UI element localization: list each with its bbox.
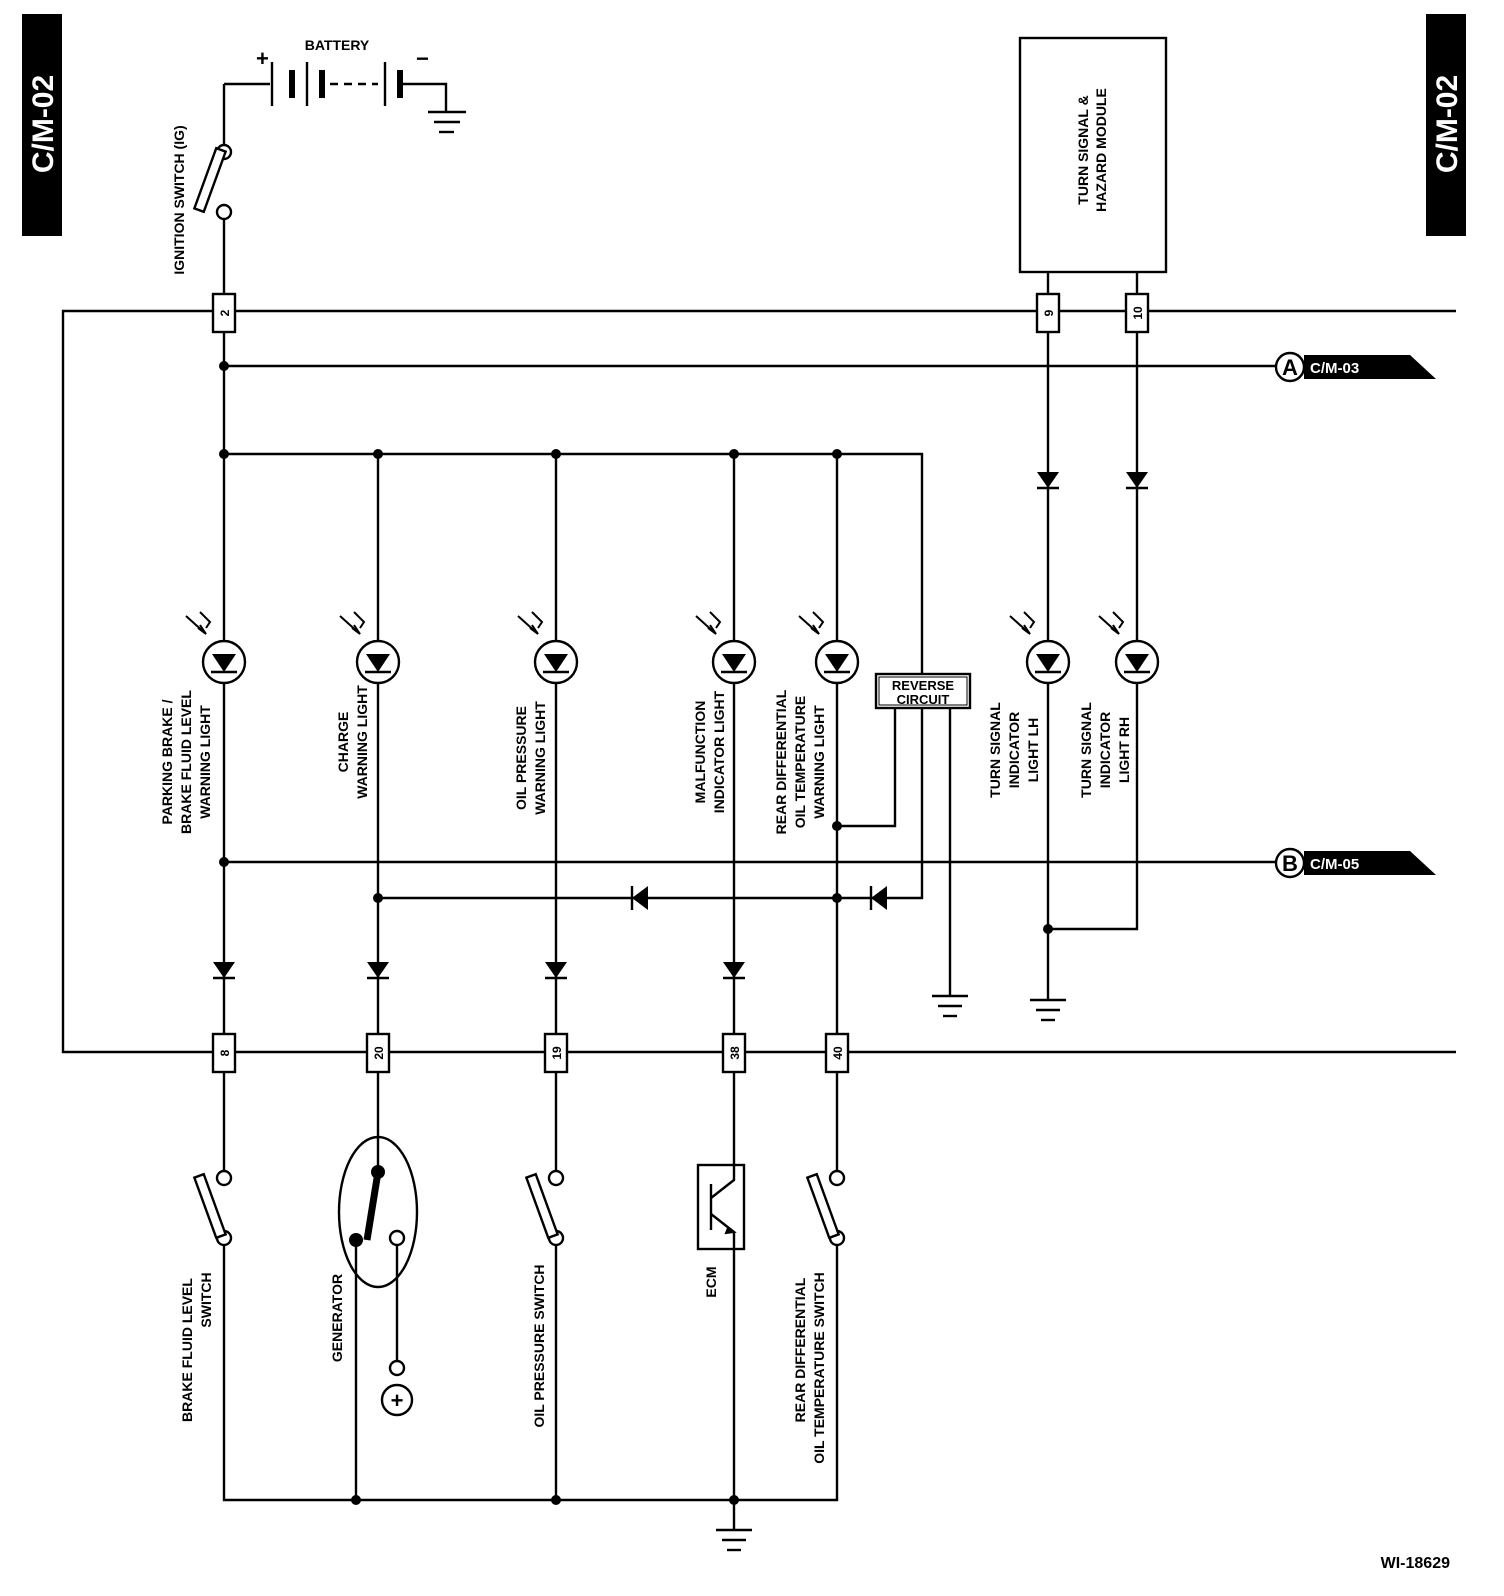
diode-icon xyxy=(630,886,648,910)
ground-icon xyxy=(428,110,466,134)
svg-text:OIL PRESSURE SWITCH: OIL PRESSURE SWITCH xyxy=(531,1264,547,1427)
lamp-label-oil: OIL PRESSURE WARNING LIGHT xyxy=(513,701,548,815)
ground-icon xyxy=(932,994,968,1018)
lamp-icon xyxy=(185,611,247,685)
battery-minus: − xyxy=(416,46,429,71)
svg-text:WARNING LIGHT: WARNING LIGHT xyxy=(354,685,370,799)
battery: BATTERY + − xyxy=(224,37,466,134)
lamp-icon xyxy=(798,611,860,685)
lamp-icon xyxy=(1098,611,1160,685)
lamp-label-turn-rh: TURN SIGNAL INDICATOR LIGHT RH xyxy=(1078,702,1132,798)
svg-text:PARKING BRAKE /: PARKING BRAKE / xyxy=(159,699,175,824)
svg-text:MALFUNCTION: MALFUNCTION xyxy=(692,701,708,804)
diode-icon xyxy=(367,962,389,980)
svg-text:10: 10 xyxy=(1131,306,1145,320)
svg-text:LIGHT LH: LIGHT LH xyxy=(1025,718,1041,783)
rear-diff-temp-switch: REAR DIFFERENTIAL OIL TEMPERATURE SWITCH xyxy=(792,1169,846,1464)
reverse-circuit-line2: CIRCUIT xyxy=(897,692,950,707)
diode-icon xyxy=(1126,472,1148,490)
svg-text:38: 38 xyxy=(728,1046,742,1060)
svg-text:+: + xyxy=(391,1388,404,1413)
svg-text:CHARGE: CHARGE xyxy=(335,712,351,773)
svg-text:INDICATOR: INDICATOR xyxy=(1006,712,1022,788)
svg-text:INDICATOR: INDICATOR xyxy=(1097,712,1113,788)
svg-text:OIL TEMPERATURE: OIL TEMPERATURE xyxy=(792,696,808,829)
svg-text:TURN SIGNAL: TURN SIGNAL xyxy=(987,702,1003,798)
svg-text:2: 2 xyxy=(218,309,232,316)
svg-text:SWITCH: SWITCH xyxy=(198,1272,214,1327)
brake-fluid-level-switch: BRAKE FLUID LEVEL SWITCH xyxy=(179,1169,233,1422)
reverse-circuit: REVERSE CIRCUIT xyxy=(832,672,972,1018)
connector-pin: 2 xyxy=(211,292,237,334)
page-tab-right: C/M-02 xyxy=(1426,14,1466,236)
lamp-icon xyxy=(517,611,579,685)
svg-text:20: 20 xyxy=(372,1046,386,1060)
diode-icon xyxy=(723,962,745,980)
figure-id: WI-18629 xyxy=(1381,1555,1450,1572)
ignition-switch: IGNITION SWITCH (IG) xyxy=(171,84,233,304)
connector-pin: 8 xyxy=(211,1032,237,1074)
turn-module-line1: TURN SIGNAL & xyxy=(1075,95,1091,204)
svg-text:GENERATOR: GENERATOR xyxy=(329,1274,345,1362)
svg-text:WARNING LIGHT: WARNING LIGHT xyxy=(532,701,548,815)
lamp-icon xyxy=(1009,611,1071,685)
reference-a-letter: A xyxy=(1282,355,1298,380)
svg-text:ECM: ECM xyxy=(703,1266,719,1297)
diode-icon xyxy=(869,886,887,910)
lamp-label-mil: MALFUNCTION INDICATOR LIGHT xyxy=(692,690,727,813)
diode-icon xyxy=(1037,472,1059,490)
lamp-label-charge: CHARGE WARNING LIGHT xyxy=(335,685,370,799)
ignition-switch-label: IGNITION SWITCH (IG) xyxy=(171,125,187,274)
connector-pin: 19 xyxy=(543,1032,569,1074)
reference-a-target: C/M-03 xyxy=(1310,360,1359,377)
svg-text:OIL PRESSURE: OIL PRESSURE xyxy=(513,706,529,810)
connector-pin: 9 xyxy=(1035,292,1061,334)
connector-pin: 40 xyxy=(824,1032,850,1074)
svg-text:BRAKE FLUID LEVEL: BRAKE FLUID LEVEL xyxy=(179,1278,195,1422)
connector-pin: 10 xyxy=(1124,292,1150,334)
lamp-label-brake: PARKING BRAKE / BRAKE FLUID LEVEL WARNIN… xyxy=(159,690,213,834)
svg-text:8: 8 xyxy=(218,1049,232,1056)
page-tab-left-text: C/M-02 xyxy=(27,75,60,173)
svg-text:9: 9 xyxy=(1042,309,1056,316)
turn-module-line2: HAZARD MODULE xyxy=(1093,88,1109,212)
generator: + GENERATOR xyxy=(329,1135,419,1500)
reference-b: B C/M-05 xyxy=(1274,847,1436,879)
connector-pin: 38 xyxy=(721,1032,747,1074)
page-tab-right-text: C/M-02 xyxy=(1431,75,1464,173)
battery-plus: + xyxy=(256,46,269,71)
svg-text:REAR DIFFERENTIAL: REAR DIFFERENTIAL xyxy=(773,689,789,834)
reverse-circuit-line1: REVERSE xyxy=(892,678,954,693)
svg-text:WARNING LIGHT: WARNING LIGHT xyxy=(197,705,213,819)
diode-icon xyxy=(213,962,235,980)
svg-text:LIGHT RH: LIGHT RH xyxy=(1116,717,1132,783)
turn-signal-hazard-module: TURN SIGNAL & HAZARD MODULE xyxy=(1018,36,1168,274)
ecm: ECM xyxy=(696,1163,746,1298)
ground-icon xyxy=(716,1528,752,1552)
svg-text:OIL TEMPERATURE SWITCH: OIL TEMPERATURE SWITCH xyxy=(811,1272,827,1464)
ground-icon xyxy=(1030,998,1066,1022)
lamp-label-rear-diff: REAR DIFFERENTIAL OIL TEMPERATURE WARNIN… xyxy=(773,689,827,834)
svg-text:WARNING LIGHT: WARNING LIGHT xyxy=(811,705,827,819)
svg-text:REAR DIFFERENTIAL: REAR DIFFERENTIAL xyxy=(792,1277,808,1422)
svg-text:TURN SIGNAL: TURN SIGNAL xyxy=(1078,702,1094,798)
plus-terminal-icon: + xyxy=(380,1383,414,1417)
page-tab-left: C/M-02 xyxy=(22,14,62,236)
reference-b-letter: B xyxy=(1282,851,1298,876)
svg-text:INDICATOR LIGHT: INDICATOR LIGHT xyxy=(711,690,727,813)
connector-pin: 20 xyxy=(365,1032,391,1074)
reference-b-target: C/M-05 xyxy=(1310,856,1359,873)
lamp-icon xyxy=(339,611,401,685)
svg-text:40: 40 xyxy=(831,1046,845,1060)
reference-a: A C/M-03 xyxy=(1274,351,1436,383)
svg-text:BRAKE FLUID LEVEL: BRAKE FLUID LEVEL xyxy=(178,690,194,834)
lamp-icon xyxy=(695,611,757,685)
diode-icon xyxy=(545,962,567,980)
oil-pressure-switch: OIL PRESSURE SWITCH xyxy=(524,1169,565,1428)
svg-text:19: 19 xyxy=(550,1046,564,1060)
battery-label: BATTERY xyxy=(305,37,370,53)
lamp-label-turn-lh: TURN SIGNAL INDICATOR LIGHT LH xyxy=(987,702,1041,798)
